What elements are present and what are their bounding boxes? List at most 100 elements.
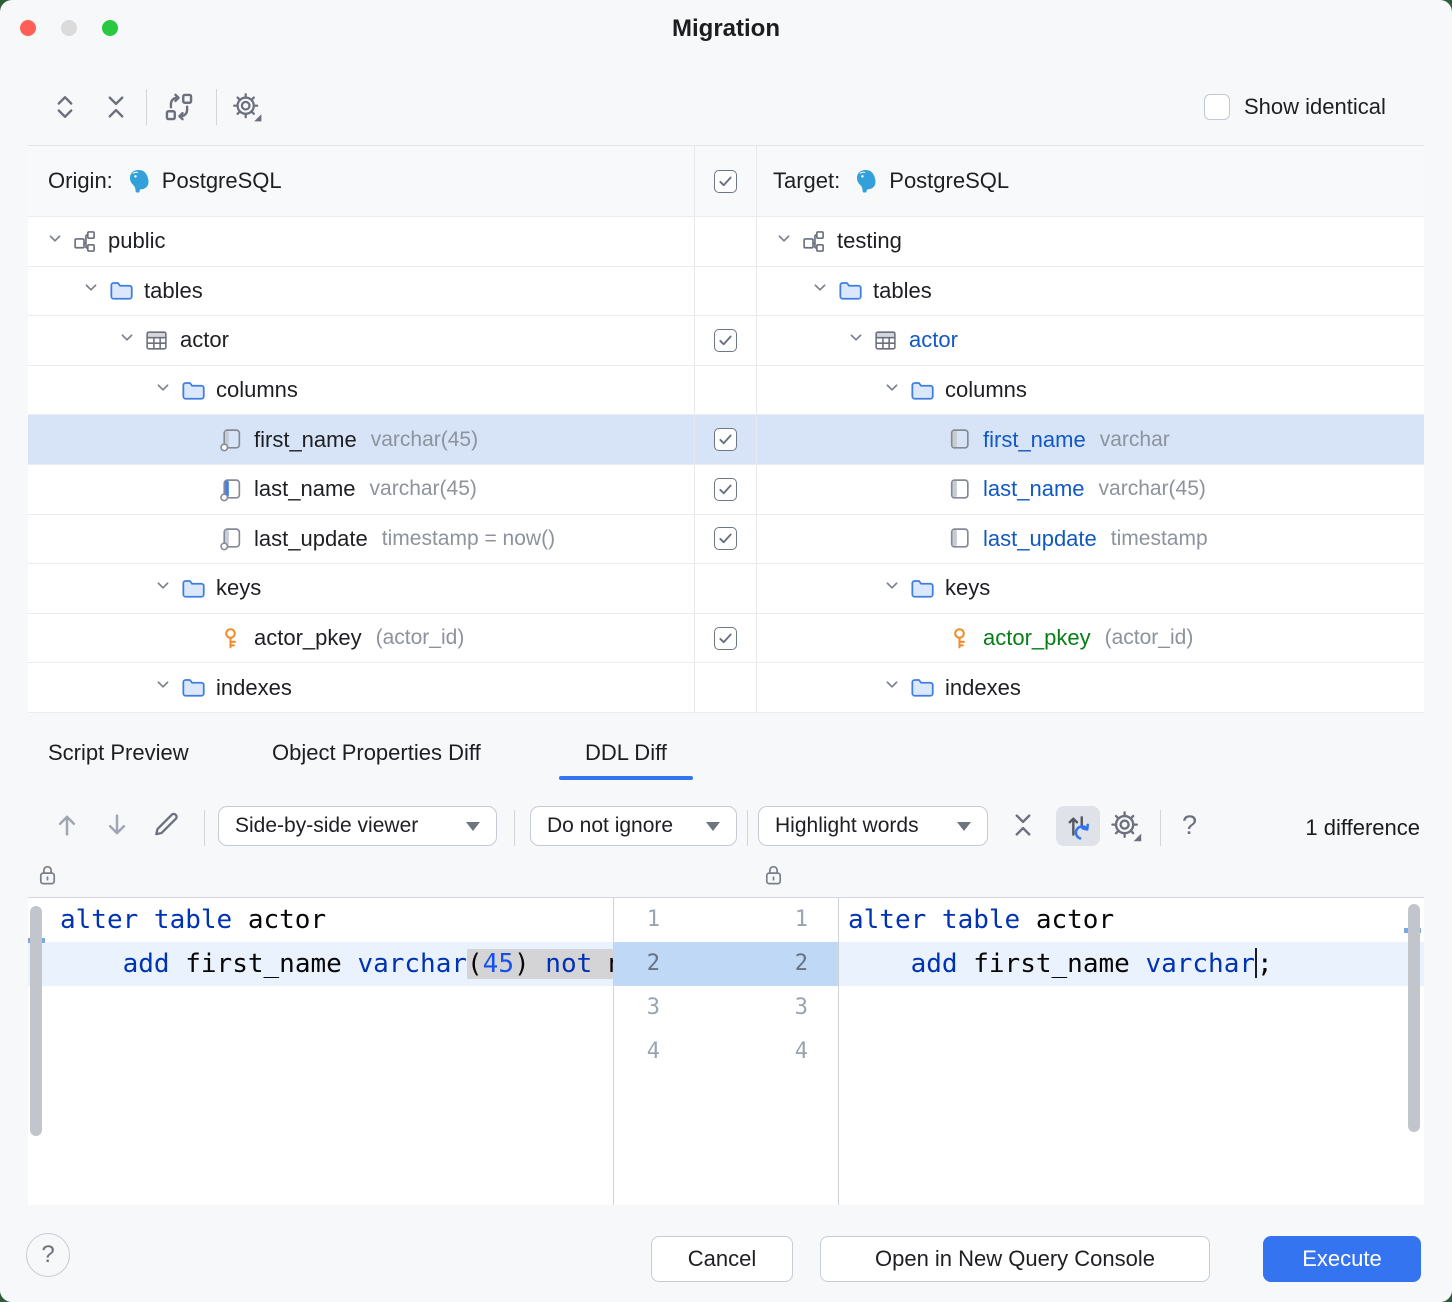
folder-icon	[180, 576, 206, 601]
column-src-icon	[218, 526, 244, 551]
origin-cell-first_name: first_name varchar(45)	[28, 415, 694, 464]
row-checkbox-cell	[694, 564, 757, 613]
tab-label: Script Preview	[48, 740, 189, 765]
node-type: timestamp	[1110, 526, 1208, 550]
chevron-down-icon[interactable]	[845, 327, 867, 354]
chevron-down-icon[interactable]	[773, 228, 795, 255]
node-label: keys	[216, 575, 262, 601]
tab-script-preview[interactable]: Script Preview	[48, 740, 189, 766]
toolbar-separator	[146, 89, 147, 125]
tree-row-actor_pkey[interactable]: actor_pkey(actor_id)actor_pkey(actor_id)	[28, 613, 1424, 664]
row-checkbox-cell	[694, 613, 757, 663]
zoom-window-button[interactable]	[102, 20, 118, 36]
execute-button[interactable]: Execute	[1263, 1236, 1421, 1282]
toolbar-separator	[1160, 810, 1161, 846]
row-checkbox-cell	[694, 464, 757, 514]
folder-icon	[909, 675, 935, 700]
chevron-down-icon[interactable]	[152, 575, 174, 602]
edit-icon[interactable]	[150, 808, 182, 840]
show-identical-checkbox-box[interactable]	[1204, 94, 1230, 120]
origin-ddl-editor[interactable]: alter table actor add first_name varchar…	[28, 898, 613, 1206]
cancel-button[interactable]: Cancel	[651, 1236, 793, 1282]
node-label: columns	[216, 377, 298, 403]
chevron-down-icon[interactable]	[80, 277, 102, 304]
node-label: tables	[144, 277, 203, 303]
show-identical-label: Show identical	[1244, 94, 1386, 119]
chevron-down-icon[interactable]	[881, 575, 903, 602]
left-editor-scrollbar[interactable]	[30, 906, 42, 1136]
node-label: first_name	[254, 426, 357, 452]
show-identical-checkbox[interactable]: Show identical	[1204, 94, 1386, 120]
code-line-4	[838, 1030, 1424, 1074]
chevron-down-icon[interactable]	[881, 377, 903, 404]
changed-line-gutter-band	[613, 942, 838, 986]
expand-all-icon[interactable]	[48, 90, 82, 124]
node-label: last_name	[983, 476, 1085, 502]
select-all-checkbox[interactable]	[714, 169, 737, 193]
diff-settings-gear-icon[interactable]	[1108, 808, 1144, 844]
row-checkbox[interactable]	[714, 428, 737, 452]
chevron-down-icon[interactable]	[809, 277, 831, 304]
node-label: actor_pkey	[254, 625, 362, 651]
tab-object-properties-diff[interactable]: Object Properties Diff	[272, 740, 481, 766]
target-ddl-editor[interactable]: alter table actor add first_name varchar…	[838, 898, 1424, 1206]
ddl-diff-editors: alter table actor add first_name varchar…	[28, 897, 1424, 1207]
tree-row-keys[interactable]: keys keys	[28, 564, 1424, 614]
swap-origin-target-icon[interactable]	[162, 90, 196, 124]
highlight-mode-value: Highlight words	[775, 814, 919, 837]
node-type: (actor_id)	[375, 626, 465, 650]
chevron-down-icon	[706, 821, 720, 831]
line-number: 1	[646, 907, 660, 932]
toolbar-separator	[747, 810, 748, 846]
right-editor-scrollbar[interactable]	[1408, 904, 1420, 1132]
row-checkbox[interactable]	[714, 527, 737, 551]
close-window-button[interactable]	[20, 20, 36, 36]
chevron-down-icon[interactable]	[881, 674, 903, 701]
node-type: varchar(45)	[370, 427, 479, 451]
target-label: Target:	[773, 168, 841, 193]
chevron-down-icon[interactable]	[44, 228, 66, 255]
synchronize-scrolling-icon[interactable]	[1056, 806, 1100, 846]
minimize-window-button[interactable]	[61, 20, 77, 36]
target-cell-testing: testing	[757, 217, 1424, 266]
previous-difference-icon[interactable]	[52, 810, 82, 840]
diff-help-icon[interactable]: ?	[1182, 810, 1198, 840]
row-checkbox[interactable]	[714, 328, 737, 352]
collapse-unchanged-icon[interactable]	[1008, 810, 1038, 840]
chevron-down-icon[interactable]	[152, 377, 174, 404]
ignore-mode-dropdown[interactable]: Do not ignore	[530, 806, 737, 846]
viewer-mode-dropdown[interactable]: Side-by-side viewer	[218, 806, 497, 846]
origin-cell-tables: tables	[28, 267, 694, 316]
column-src-indexed-icon	[218, 477, 244, 502]
row-checkbox[interactable]	[714, 477, 737, 501]
highlight-mode-dropdown[interactable]: Highlight words	[758, 806, 988, 846]
folder-icon	[909, 378, 935, 403]
open-in-new-query-console-button[interactable]: Open in New Query Console	[820, 1236, 1210, 1282]
row-checkbox[interactable]	[714, 626, 737, 650]
read-only-lock-icon	[36, 862, 59, 894]
key-icon	[218, 626, 244, 651]
tab-ddl-diff[interactable]: DDL Diff	[559, 740, 693, 780]
code-line-4	[28, 1030, 613, 1074]
chevron-down-icon[interactable]	[152, 674, 174, 701]
collapse-all-icon[interactable]	[99, 90, 133, 124]
node-label: testing	[837, 228, 902, 254]
next-difference-icon[interactable]	[102, 810, 132, 840]
node-label: keys	[945, 575, 991, 601]
editor-divider	[838, 898, 839, 1206]
help-button[interactable]: ?	[26, 1233, 70, 1277]
chevron-down-icon[interactable]	[116, 327, 138, 354]
chevron-down-icon	[957, 821, 971, 831]
row-checkbox-cell	[694, 415, 757, 464]
settings-gear-icon[interactable]	[230, 90, 264, 124]
